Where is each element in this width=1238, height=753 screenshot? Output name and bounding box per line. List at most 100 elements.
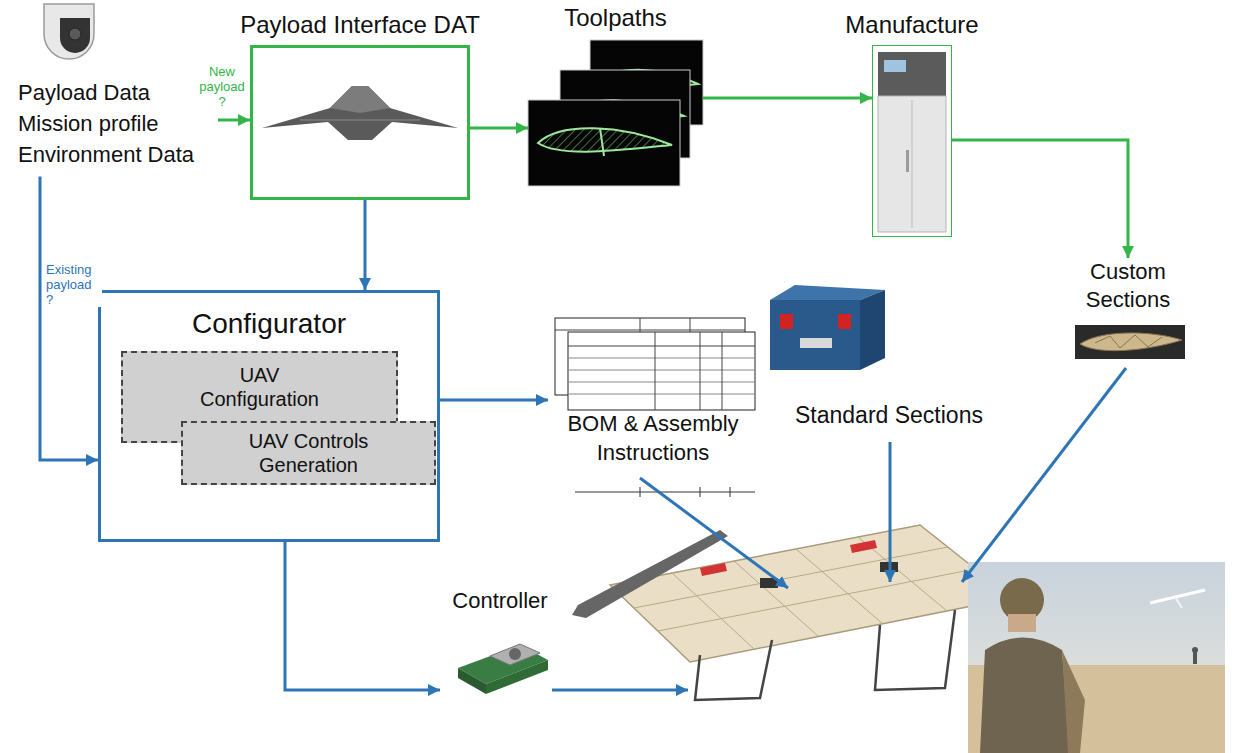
- node-label: Standard Sections: [795, 402, 1035, 430]
- bom-block: BOM & Assembly Instructions: [548, 318, 758, 467]
- toolpath-panels: [528, 40, 703, 186]
- printer-screen: [884, 60, 906, 72]
- input-data-text: Payload Data Mission profile Environment…: [18, 78, 218, 170]
- wing-rib: [796, 549, 883, 624]
- section-part: [1080, 333, 1182, 351]
- toolpath-block: Toolpaths: [528, 38, 703, 186]
- soldier-neck: [1008, 614, 1036, 632]
- pcb-edge: [486, 660, 548, 694]
- timeline-tick: [640, 487, 641, 497]
- timeline-rule: [575, 492, 755, 493]
- section-lattice: [1095, 335, 1162, 348]
- flying-uav-body: [1175, 597, 1182, 608]
- flow-arrow: [952, 140, 1128, 258]
- wing-highlight: [330, 86, 390, 113]
- node-label: BOM & Assembly Instructions: [548, 410, 758, 467]
- flow-arrow: [440, 399, 548, 402]
- wing-rib: [672, 573, 754, 649]
- landing-skid: [695, 640, 772, 700]
- table-rule: [700, 332, 701, 410]
- configurator-box: ConfiguratorUAV ConfigurationUAV Control…: [98, 290, 440, 542]
- table-rule: [555, 330, 745, 331]
- node-heading: Toolpaths: [564, 4, 667, 33]
- assembly-arrow: [889, 442, 892, 582]
- edge-label: Existing payload ?: [46, 262, 102, 307]
- flow-arrow: [703, 97, 872, 100]
- flow-arrow: [470, 127, 528, 130]
- table-rule: [568, 382, 755, 383]
- custom-sections-block: Custom Sections: [1068, 258, 1188, 355]
- flow-arrow: [218, 119, 250, 122]
- airfoil-spar: [600, 128, 604, 156]
- printer-top: [878, 52, 946, 96]
- wing-edge: [300, 120, 420, 121]
- landing-skid: [875, 610, 955, 690]
- toolbox-latch: [838, 314, 851, 329]
- timeline-tick: [700, 487, 701, 497]
- fuselage: [572, 530, 728, 618]
- airfoil-toolpath: [538, 128, 672, 151]
- node-label: Payload Data Mission profile Environment…: [18, 78, 218, 170]
- node-heading: Manufacture: [845, 11, 978, 40]
- custom-section-photo: [1075, 325, 1185, 359]
- module-box: UAV Controls Generation: [181, 421, 436, 485]
- table-rule: [655, 332, 656, 410]
- toolbox-latch: [780, 314, 793, 329]
- node-label: UAV Controls Generation: [234, 429, 384, 477]
- node-heading: Payload Interface DAT: [240, 11, 480, 40]
- printer-illustration: [878, 52, 946, 232]
- manufacture-block: Manufacture: [872, 45, 952, 237]
- flow-arrow: [40, 176, 98, 460]
- payload-gimbal-icon: [44, 4, 94, 59]
- flow-arrow: [285, 542, 440, 690]
- controller-block: Controller: [440, 588, 560, 714]
- gimbal-housing: [44, 4, 94, 59]
- toolbox-side: [860, 290, 885, 370]
- standard-sections-block: Standard Sections: [795, 402, 1035, 430]
- interface-tool-box: Payload Interface DAT: [250, 45, 470, 200]
- toolpath-panel: [528, 100, 680, 186]
- bom-table-image: [555, 318, 755, 497]
- node-label: Configurator: [101, 307, 437, 341]
- printer-door-seam: [912, 100, 913, 228]
- wing-model: [262, 86, 458, 140]
- toolbox-front: [770, 300, 860, 370]
- timeline-tick: [730, 487, 731, 497]
- flow-arrow: [364, 200, 367, 290]
- heatsink: [490, 644, 540, 665]
- table-rule: [568, 370, 755, 371]
- edge-label: New payload ?: [194, 64, 250, 109]
- printer-handle: [906, 150, 909, 172]
- gimbal-lens: [69, 28, 81, 40]
- wing-body: [262, 86, 458, 140]
- assembly-arrow: [552, 689, 688, 692]
- wing-spar: [658, 569, 975, 631]
- node-label: Custom Sections: [1068, 258, 1188, 313]
- table-rule: [568, 394, 755, 395]
- photo-ground: [1075, 325, 1185, 359]
- soldier-vest: [980, 638, 1070, 753]
- strap: [700, 563, 727, 576]
- fan: [509, 648, 521, 660]
- distant-figure: [1193, 652, 1197, 664]
- printer-body: [878, 96, 946, 232]
- gimbal-window: [60, 18, 90, 53]
- toolbox-illustration: [770, 285, 885, 370]
- flow-connectors: [40, 98, 1128, 690]
- photo-sky: [968, 562, 1225, 753]
- soldier-arm: [1062, 650, 1085, 753]
- table-rule: [568, 346, 755, 347]
- table-sheet: [568, 332, 755, 410]
- field-photo: [968, 562, 1225, 753]
- pcb-edge: [458, 668, 486, 694]
- uav-assembly: [572, 525, 1012, 700]
- controller-board: [458, 644, 548, 694]
- toolbox-label: [800, 338, 832, 348]
- node-label: UAV Configuration: [190, 363, 330, 411]
- table-rule: [568, 358, 755, 359]
- assembly-arrow: [640, 478, 788, 588]
- node-label: Controller: [440, 588, 560, 614]
- assembly-arrow: [962, 368, 1126, 582]
- strap: [850, 540, 877, 553]
